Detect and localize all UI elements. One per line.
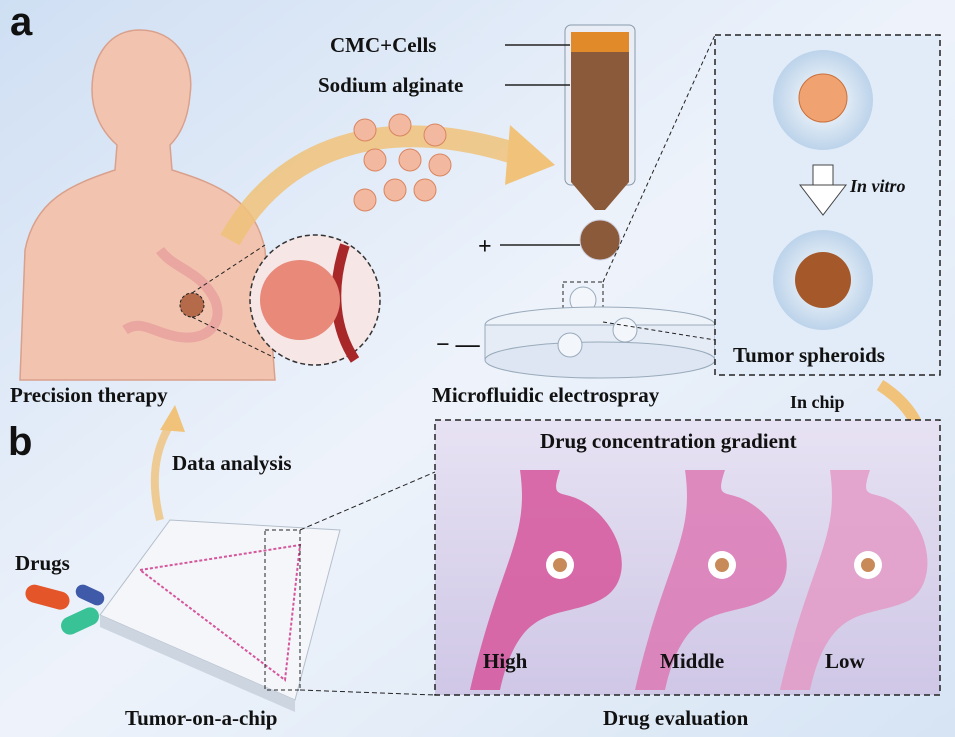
down-arrow-icon bbox=[798, 184, 848, 216]
positive-electrode-label: + bbox=[478, 234, 492, 260]
precision-therapy-label: Precision therapy bbox=[10, 383, 168, 407]
data-analysis-label: Data analysis bbox=[172, 451, 292, 475]
drug-pills-icon bbox=[25, 584, 105, 635]
tumor-cluster-icon bbox=[260, 260, 340, 340]
stomach-model-high bbox=[470, 470, 622, 690]
stomach-model-low bbox=[780, 470, 928, 690]
tumor-on-a-chip-label: Tumor-on-a-chip bbox=[125, 706, 277, 730]
sodium-alginate-label: Sodium alginate bbox=[318, 73, 463, 97]
drugs-label: Drugs bbox=[15, 551, 70, 575]
drug-evaluation-label: Drug evaluation bbox=[603, 706, 749, 730]
curved-arrow-icon bbox=[220, 125, 524, 246]
in-vitro-label: In vitro bbox=[849, 176, 906, 196]
electrospray-syringe bbox=[484, 24, 716, 379]
tumor-on-a-chip-device bbox=[99, 471, 436, 712]
arrow-head-icon bbox=[505, 125, 555, 185]
gradient-level-low: Low bbox=[825, 649, 866, 673]
gradient-level-middle: Middle bbox=[660, 649, 724, 673]
stomach-tumor-icon bbox=[179, 292, 205, 318]
stomach-model-middle bbox=[635, 470, 787, 690]
cmc-cells-label: CMC+Cells bbox=[330, 33, 436, 57]
human-body-illustration bbox=[19, 29, 381, 381]
panel-label-b: b bbox=[8, 420, 32, 464]
data-analysis-arrow-icon bbox=[150, 422, 174, 521]
cells-icon bbox=[353, 113, 452, 212]
panel-label-a: a bbox=[10, 0, 33, 44]
gradient-level-high: High bbox=[483, 649, 528, 673]
microfluidic-electrospray-label: Microfluidic electrospray bbox=[432, 383, 660, 407]
in-chip-label: In chip bbox=[790, 392, 845, 412]
tumor-spheroids-label: Tumor spheroids bbox=[733, 343, 885, 367]
negative-electrode-label: − — bbox=[436, 332, 481, 358]
drug-concentration-gradient-label: Drug concentration gradient bbox=[540, 429, 797, 453]
